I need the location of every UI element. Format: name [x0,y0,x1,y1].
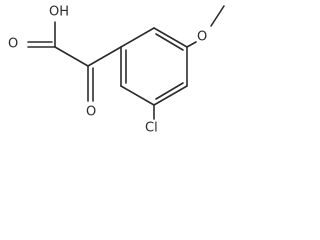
ring-to-ketone-carbon-bond [87,46,122,67]
ring-bond-6 [120,27,155,48]
hydroxyl-label: OH [49,5,69,20]
acid-carbonyl-oxygen-label: O [8,37,18,52]
chemical-structure: OH O O Cl O [8,5,225,136]
chlorine-label: Cl [145,121,158,136]
ring-bond-4 [120,85,155,106]
ring-bond-1 [153,27,188,48]
ring-to-methoxy-oxygen-bond [186,41,197,48]
ring-bond-3-inner [155,82,184,100]
ring-bond-1-inner [155,33,184,51]
ketone-oxygen-label: O [86,105,96,120]
methoxy-oxygen-label: O [197,30,207,45]
ketone-to-acid-carbon-bond [54,46,89,67]
ring-bond-3 [153,85,188,106]
methoxy-methyl-bond [210,5,225,27]
